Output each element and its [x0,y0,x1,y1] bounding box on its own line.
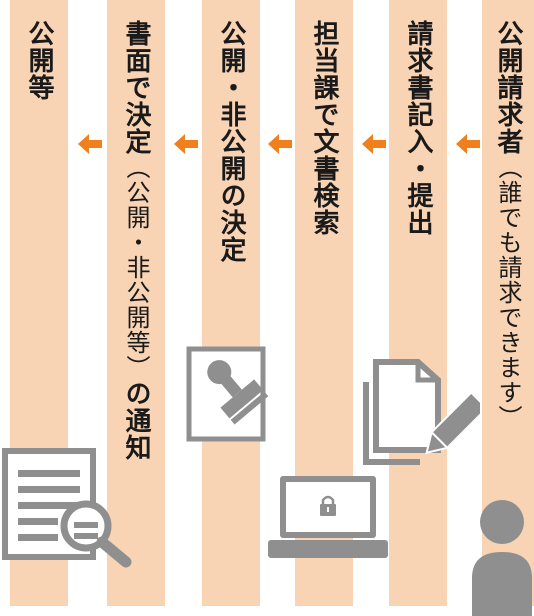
column-decision-title: 公開・非公開の決定 [216,20,246,263]
person-icon [472,500,532,616]
column-decision: 公開・非公開の決定 [202,0,260,606]
column-notice-sub: （公開・非公開等） [122,155,150,380]
column-requester-title: 公開請求者 [493,20,523,155]
arrow-left-icon [362,134,386,154]
arrow-left-icon [174,134,198,154]
document-search-icon [2,448,132,568]
column-disclosure-title: 公開等 [24,20,54,101]
stamp-icon [186,346,269,442]
column-notice-title2: の通知 [121,380,151,461]
arrow-left-icon [268,134,292,154]
arrow-left-icon [78,134,102,154]
documents-pen-icon [363,359,480,465]
column-submit-title: 請求書記入・提出 [403,20,433,236]
column-submit: 請求書記入・提出 [389,0,447,606]
column-search-title: 担当課で文書検索 [309,20,339,236]
column-notice: 書面で決定（公開・非公開等）の通知 [107,0,165,606]
arrow-left-icon [456,134,480,154]
column-notice-title: 書面で決定 [121,20,151,155]
column-requester-sub: （誰でも請求できます） [494,155,522,430]
laptop-lock-icon [268,476,388,558]
